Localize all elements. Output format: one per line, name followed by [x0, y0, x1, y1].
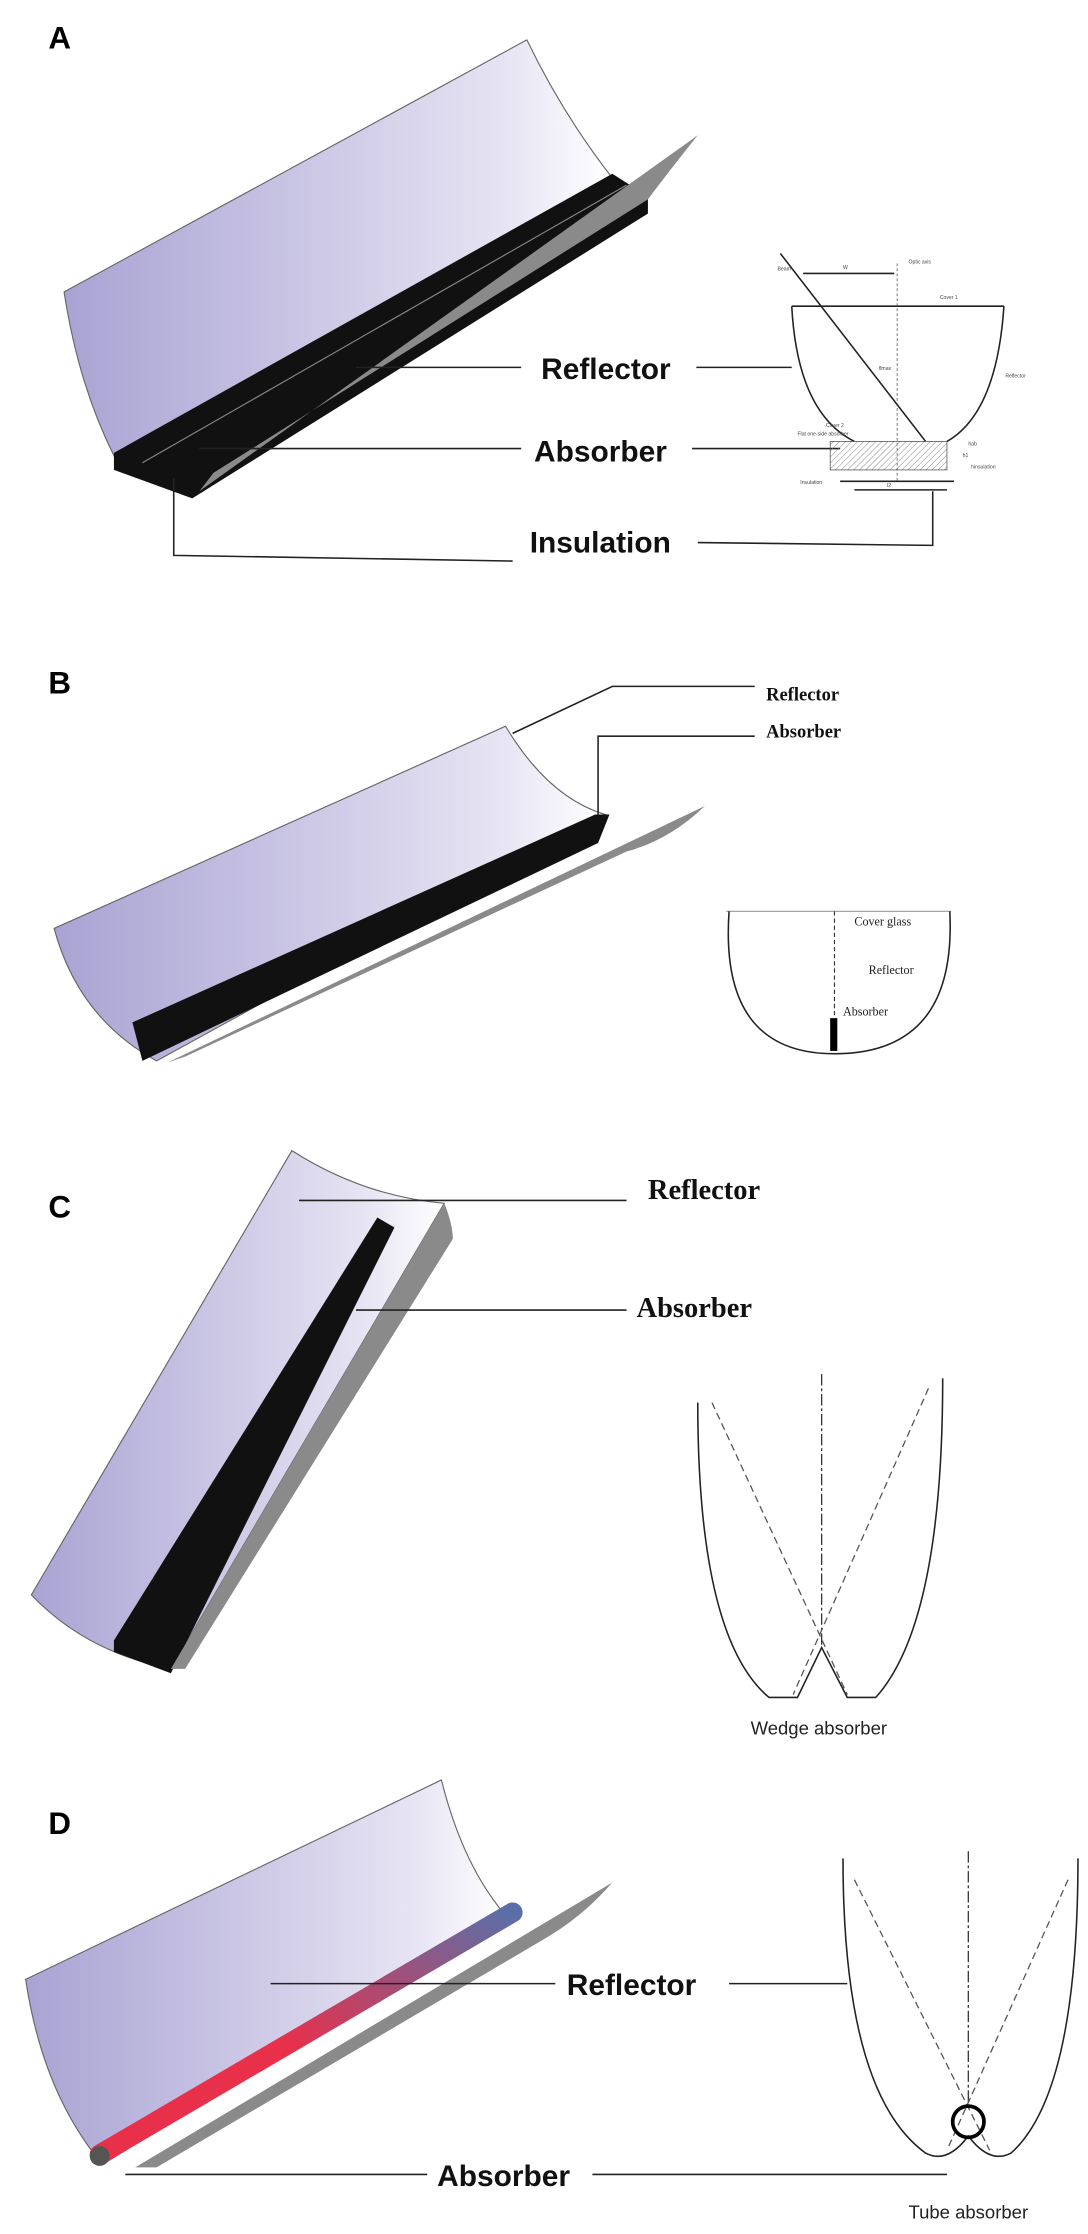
panel-c: C Reflector Absorber Wedge absorber	[30, 1149, 944, 1738]
schematic-caption: Tube absorber	[908, 2202, 1028, 2223]
label-reflector: Reflector	[648, 1175, 761, 1206]
reflector-sheet	[25, 1779, 507, 2166]
schematic-d: Tube absorber	[842, 1851, 1079, 2223]
schematic-text: h1	[963, 453, 969, 459]
schematic-text: hinsulation	[971, 464, 996, 470]
panel-b: B Reflector Absorber Cover glass Reflect…	[48, 665, 952, 1063]
label-absorber: Absorber	[766, 723, 841, 743]
schematic-text: Reflector	[869, 963, 914, 977]
schematic-text: Optic axis	[909, 259, 932, 265]
absorber-plate	[132, 814, 610, 1061]
schematic-text: θmax	[879, 366, 892, 372]
schematic-text: Reflector	[1005, 373, 1026, 379]
schematic-text: Insulation	[800, 480, 822, 486]
panel-letter: B	[48, 665, 71, 700]
reflector-fin	[170, 1203, 453, 1669]
panel-letter: A	[48, 20, 71, 55]
schematic-text: Beam	[778, 267, 791, 273]
absorber-plate	[830, 1018, 838, 1051]
label-reflector: Reflector	[541, 353, 671, 386]
schematic-text: Cover 1	[940, 295, 958, 301]
label-insulation: Insulation	[530, 527, 671, 560]
panel-d: D Reflector Absorber Tube absorber	[25, 1779, 1079, 2223]
insulation-block	[113, 173, 648, 499]
schematic-text: Absorber	[843, 1004, 888, 1018]
reflector-fin	[199, 135, 698, 492]
label-absorber: Absorber	[437, 2160, 570, 2193]
schematic-a: Beam W Optic axis Cover 1 θmax Reflector…	[778, 252, 1026, 491]
schematic-caption: Wedge absorber	[751, 1717, 887, 1738]
schematic-text: W	[843, 265, 848, 271]
reflector-fin	[135, 1882, 613, 2168]
schematic-b: Cover glass Reflector Absorber	[726, 910, 952, 1055]
label-absorber: Absorber	[637, 1293, 753, 1324]
reflector-sheet	[53, 725, 607, 1062]
panel-a: A Reflector Absorber Insulation Beam W O…	[48, 20, 1026, 562]
panel-letter: D	[48, 1806, 71, 1841]
absorber-wedge	[113, 1217, 395, 1674]
schematic-text: l2	[887, 483, 891, 489]
label-reflector: Reflector	[567, 1969, 697, 2002]
label-reflector: Reflector	[766, 686, 839, 706]
schematic-text: Cover 2	[826, 423, 844, 429]
label-absorber: Absorber	[534, 435, 667, 468]
tube-absorber	[950, 2104, 986, 2140]
schematic-c: Wedge absorber	[696, 1374, 944, 1738]
panel-letter: C	[48, 1190, 71, 1225]
schematic-text: hab	[968, 442, 977, 448]
tube-absorber	[89, 1902, 523, 2165]
reflector-fin	[168, 805, 705, 1063]
schematic-text: Cover glass	[854, 915, 911, 929]
schematic-text: Flat one-side absorber	[797, 432, 848, 438]
